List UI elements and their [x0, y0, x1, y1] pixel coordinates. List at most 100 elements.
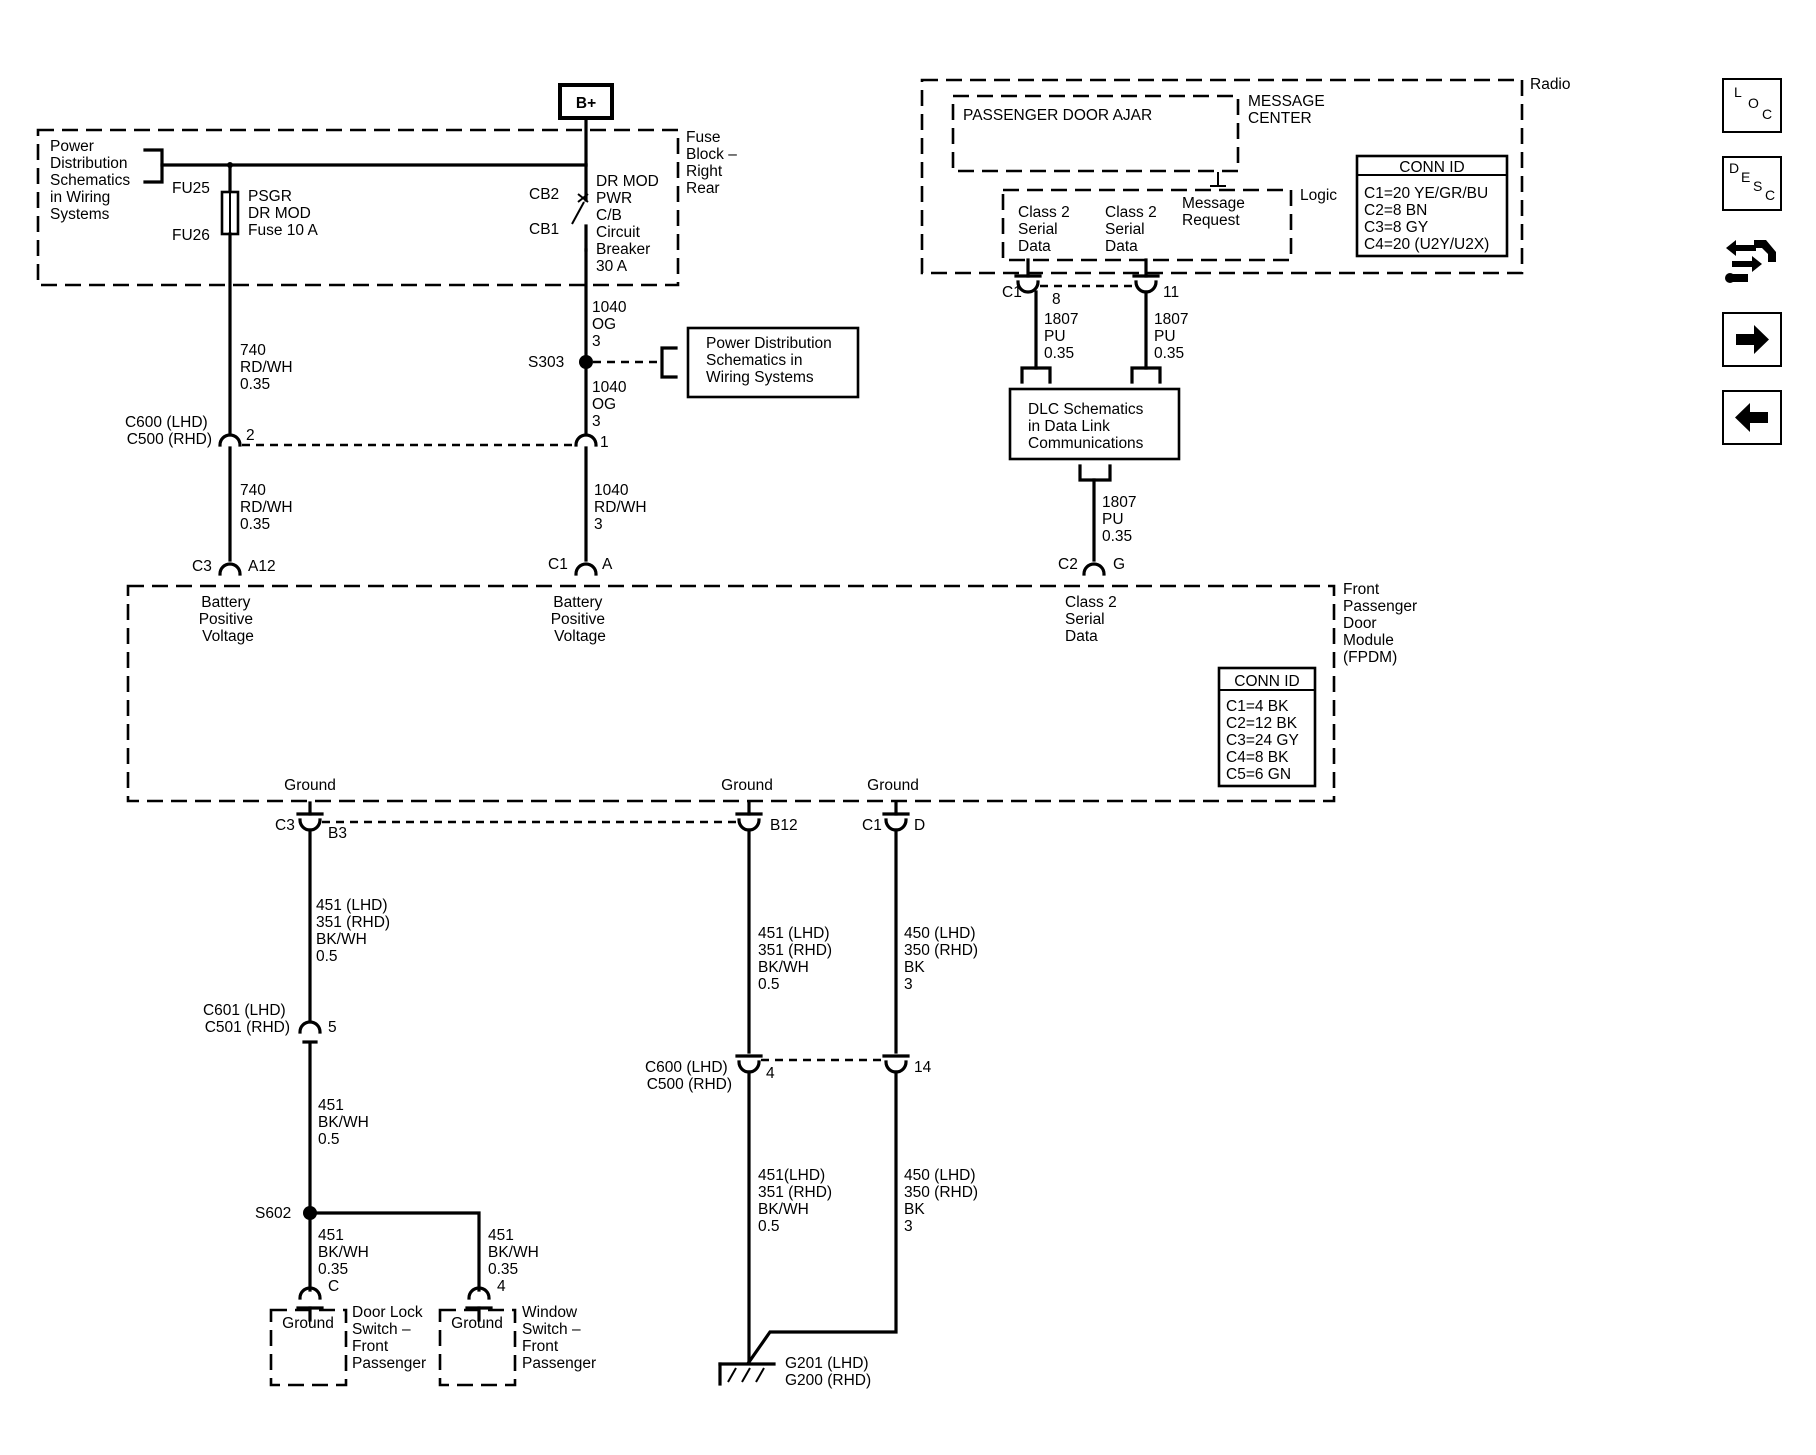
- fuse-block: Fuse Block – Right Rear: [36, 128, 741, 287]
- svg-text:11: 11: [1163, 284, 1179, 301]
- next-arrow-button[interactable]: [1722, 312, 1782, 367]
- svg-text:CB1: CB1: [529, 221, 559, 238]
- front-passenger-door-module: Front Passenger Door Module (FPDM) Batte…: [126, 581, 1421, 803]
- wire-451-b12-label: 451 (LHD) 351 (RHD) BK/WH 0.5: [758, 925, 836, 993]
- wire-451-s1-label: 451 BK/WH 0.35: [318, 1227, 373, 1278]
- svg-text:8: 8: [1052, 291, 1061, 308]
- svg-text:Front Passenger Do: Front Passenger Door Module (FPDM): [1343, 581, 1421, 666]
- svg-text:S303: S303: [528, 354, 564, 371]
- circuit-breaker-dr-mod-pwr: CB2 CB1 DR MOD PWR C/B Circuit Breaker 3…: [529, 163, 663, 275]
- svg-text:Battery Positive V: Battery Positive Voltage: [551, 594, 610, 645]
- connector-c600-low: C600 (LHD) C500 (RHD) 4 14: [645, 1054, 932, 1093]
- svg-text:C2: C2: [1058, 556, 1078, 573]
- svg-text:CB2: CB2: [529, 186, 559, 203]
- svg-text:A12: A12: [248, 558, 276, 575]
- back-arrow-button[interactable]: [1722, 390, 1782, 445]
- svg-text:CONN ID: CONN ID: [1234, 673, 1299, 690]
- loc-letter-l: L: [1734, 84, 1742, 100]
- svg-text:G201 (LHD) G200 (RHD): G201 (LHD) G200 (RHD): [785, 1355, 873, 1389]
- arrow-left-icon: [1735, 403, 1768, 432]
- wire-1040-lower-label: 1040 RD/WH 3: [594, 482, 651, 533]
- fpdm-top-connectors: C3 A12 C1 A C2 G: [192, 556, 1125, 576]
- splice-s303: S303: [528, 346, 678, 379]
- svg-text:D: D: [914, 817, 925, 834]
- svg-text:C1=20 YE/GR/BU C2=8 BN: C1=20 YE/GR/BU C2=8 BN C3=8 GY C4=20 (U2…: [1364, 185, 1493, 253]
- svg-text:FU25: FU25: [172, 180, 210, 197]
- svg-text:Door Lock Switch –: Door Lock Switch – Front Passenger: [352, 1304, 427, 1372]
- svg-text:CONN ID: CONN ID: [1399, 159, 1464, 176]
- svg-text:Logic: Logic: [1300, 187, 1337, 204]
- wrench-arrows-icon[interactable]: [1722, 234, 1782, 289]
- wire-1807-low-label: 1807 PU 0.35: [1102, 494, 1141, 545]
- svg-text:Ground: Ground: [284, 777, 336, 794]
- desc-letter-d: D: [1729, 160, 1740, 176]
- radio-connector-c1: C1 8 11: [1002, 258, 1179, 308]
- svg-text:MESSAGE CENTER: MESSAGE CENTER: [1248, 93, 1329, 127]
- splice-s602: S602: [255, 1205, 481, 1292]
- svg-text:S602: S602: [255, 1205, 291, 1222]
- svg-text:FU26: FU26: [172, 227, 210, 244]
- wire-740-lower-label: 740 RD/WH 0.35: [240, 482, 297, 533]
- svg-text:C3: C3: [275, 817, 295, 834]
- dlc-schematics-ref: DLC Schematics in Data Link Communicatio…: [1008, 387, 1181, 461]
- svg-text:4: 4: [497, 1278, 506, 1295]
- svg-text:1: 1: [600, 434, 609, 451]
- svg-text:PSGR DR MOD Fuse 1: PSGR DR MOD Fuse 10 A: [248, 188, 318, 239]
- svg-text:Ground: Ground: [721, 777, 773, 794]
- battery-positive-terminal: B+: [558, 83, 614, 120]
- wire-740-upper-label: 740 RD/WH 0.35: [240, 342, 297, 393]
- svg-text:A: A: [602, 556, 613, 573]
- wire-1040-a-label: 1040 OG 3: [592, 299, 631, 350]
- svg-text:C1=4 BK C2=12 BK C: C1=4 BK C2=12 BK C3=24 GY C4=8 BK C5=6 G…: [1226, 698, 1303, 783]
- fuse-block-label: Fuse Block – Right Rear: [686, 129, 741, 197]
- power-distribution-ref-box: Power Distribution Schematics in Wiring …: [686, 326, 860, 399]
- svg-text:C: C: [328, 1278, 339, 1295]
- arrow-right-icon: [1736, 325, 1769, 354]
- wire-451-low-label: 451(LHD) 351 (RHD) BK/WH 0.5: [758, 1167, 836, 1235]
- fpdm-ground-connectors: C3 B3 B12 C1 D: [275, 801, 925, 842]
- description-button[interactable]: D E S C: [1722, 156, 1782, 211]
- svg-text:Ground: Ground: [451, 1315, 503, 1332]
- svg-text:C601 (LHD) C501 (RHD): C601 (LHD) C501 (RHD): [203, 1002, 290, 1036]
- wire-451-mid-label: 451 BK/WH 0.5: [318, 1097, 373, 1148]
- svg-text:C3: C3: [192, 558, 212, 575]
- loc-letter-o: O: [1748, 95, 1759, 111]
- wire-450-d-label: 450 (LHD) 350 (RHD) BK 3: [904, 925, 982, 993]
- svg-text:G: G: [1113, 556, 1125, 573]
- svg-text:Class 2 Serial Dat: Class 2 Serial Data: [1065, 594, 1121, 645]
- desc-letter-e: E: [1741, 169, 1751, 185]
- svg-text:C600 (LHD) C500 (RHD): C600 (LHD) C500 (RHD): [645, 1059, 732, 1093]
- svg-text:Power Distribution Schem: Power Distribution Schematics in Wiring …: [706, 335, 836, 386]
- desc-letter-c: C: [1765, 187, 1776, 203]
- ground-g201-icon: G201 (LHD) G200 (RHD): [718, 1355, 873, 1389]
- wire-1807-left-label: 1807 PU 0.35: [1044, 311, 1083, 362]
- radio-module: Radio PASSENGER DOOR AJAR MESSAGE CENTER…: [920, 76, 1571, 275]
- loc-letter-c: C: [1762, 106, 1773, 122]
- svg-text:PASSENGER DOOR AJAR: PASSENGER DOOR AJAR: [963, 107, 1152, 124]
- svg-text:4: 4: [766, 1065, 775, 1082]
- svg-text:Power Distribution: Power Distribution Schematics in Wiring …: [50, 138, 134, 223]
- svg-text:Ground: Ground: [282, 1315, 334, 1332]
- svg-text:Ground: Ground: [867, 777, 919, 794]
- wire-450-low-label: 450 (LHD) 350 (RHD) BK 3: [904, 1167, 982, 1235]
- svg-text:DLC Schematics in Data L: DLC Schematics in Data Link Communicatio…: [1028, 401, 1148, 452]
- svg-text:C1: C1: [1002, 284, 1022, 301]
- wire-451-top-label: 451 (LHD) 351 (RHD) BK/WH 0.5: [316, 897, 394, 965]
- svg-text:Message Request: Message Request: [1182, 195, 1249, 229]
- svg-text:B3: B3: [328, 825, 347, 842]
- power-distribution-ref-left: Power Distribution Schematics in Wiring …: [50, 138, 164, 223]
- svg-text:14: 14: [914, 1059, 932, 1076]
- svg-text:B12: B12: [770, 817, 798, 834]
- fuse-psgr-dr-mod: FU25 FU26 PSGR DR MOD Fuse 10 A: [172, 163, 318, 244]
- door-lock-switch: Ground Door Lock Switch – Front Passenge…: [269, 1304, 427, 1387]
- window-switch: Ground Window Switch – Front Passenger: [438, 1304, 596, 1387]
- svg-text:2: 2: [246, 427, 255, 444]
- svg-text:Window Switch – Fr: Window Switch – Front Passenger: [522, 1304, 596, 1372]
- svg-text:DR MOD PWR C/B: DR MOD PWR C/B Circuit Breaker 30 A: [596, 173, 663, 275]
- svg-text:5: 5: [328, 1019, 337, 1036]
- connector-c601: C601 (LHD) C501 (RHD) 5: [203, 1002, 337, 1044]
- location-button[interactable]: L O C: [1722, 78, 1782, 133]
- svg-text:C600 (LHD) C500 (RHD): C600 (LHD) C500 (RHD): [125, 414, 212, 448]
- svg-text:C1: C1: [548, 556, 568, 573]
